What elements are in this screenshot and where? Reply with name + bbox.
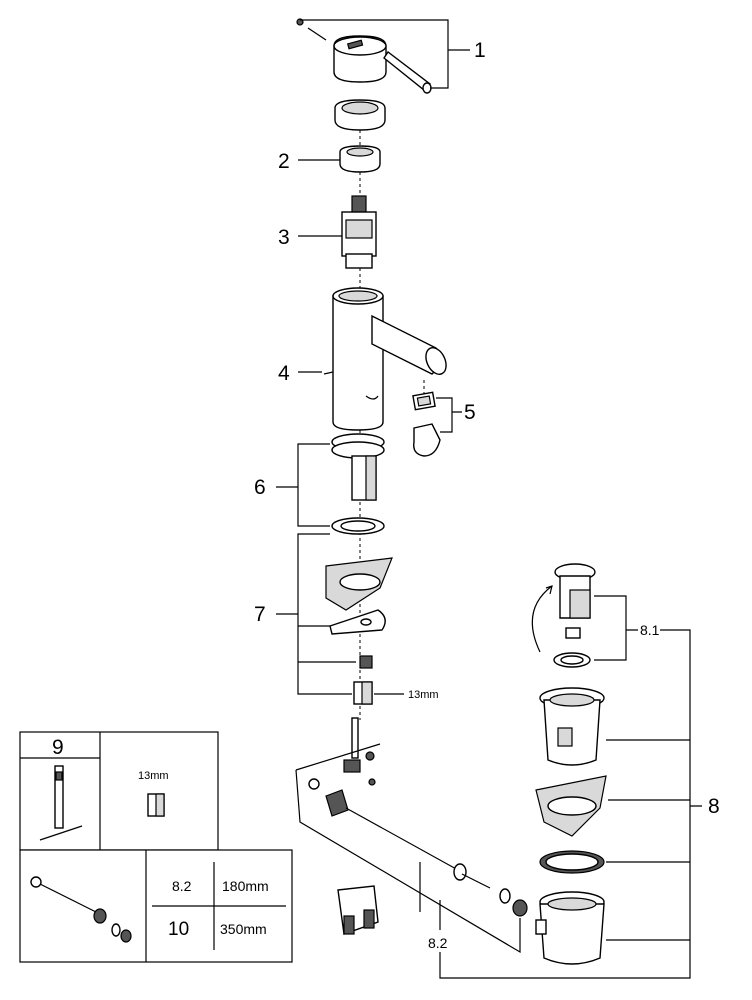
part-cover-ring (334, 99, 386, 131)
callout-8: 8 (708, 795, 720, 818)
callout-1: 1 (474, 39, 486, 62)
inset-rods: 8.2 180mm 10 350mm (19, 849, 293, 963)
callout-4: 4 (278, 362, 290, 385)
callout-3: 3 (278, 226, 290, 249)
part-popup-plug (531, 563, 596, 668)
tool-key-icon (39, 765, 83, 841)
rod-length-0: 180mm (222, 878, 269, 894)
part-waste-flange (539, 687, 605, 766)
bracket-5 (436, 397, 462, 433)
inset-wrench-size: 13mm (138, 770, 169, 782)
frame-linkage (295, 743, 521, 954)
callout-7: 7 (254, 603, 266, 626)
callout-8-1: 8.1 (640, 622, 660, 638)
rod-icon (30, 876, 132, 943)
callout-8-2: 8.2 (428, 935, 448, 951)
nut-size-label: 13mm (408, 689, 439, 701)
part-waste-gasket (535, 775, 607, 837)
bracket-7 (276, 533, 356, 695)
part-cartridge (341, 195, 377, 269)
rod-code-0: 8.2 (172, 878, 192, 894)
inset-tools: 9 13mm (19, 731, 219, 851)
callout-6: 6 (254, 476, 266, 499)
bracket-8-1 (594, 595, 638, 661)
part-waste-body (535, 891, 605, 965)
part-base-and-stud (331, 433, 385, 535)
bracket-1 (300, 19, 470, 89)
callout-5: 5 (464, 401, 476, 424)
part-cartridge-nut (339, 145, 381, 173)
rod-code-1: 10 (168, 919, 189, 940)
part-lever-handle (296, 18, 432, 94)
part-mounting-set (325, 557, 393, 705)
bracket-8 (439, 629, 702, 979)
part-popup-linkage (308, 717, 528, 935)
bracket-6 (276, 443, 330, 527)
rod-length-1: 350mm (220, 921, 267, 937)
part-aerator (412, 380, 441, 457)
inset-tools-number: 9 (52, 736, 64, 759)
part-waste-seal (539, 850, 605, 874)
callout-2: 2 (278, 150, 290, 173)
part-faucet-body (323, 287, 447, 431)
tool-nut-icon (147, 793, 165, 817)
